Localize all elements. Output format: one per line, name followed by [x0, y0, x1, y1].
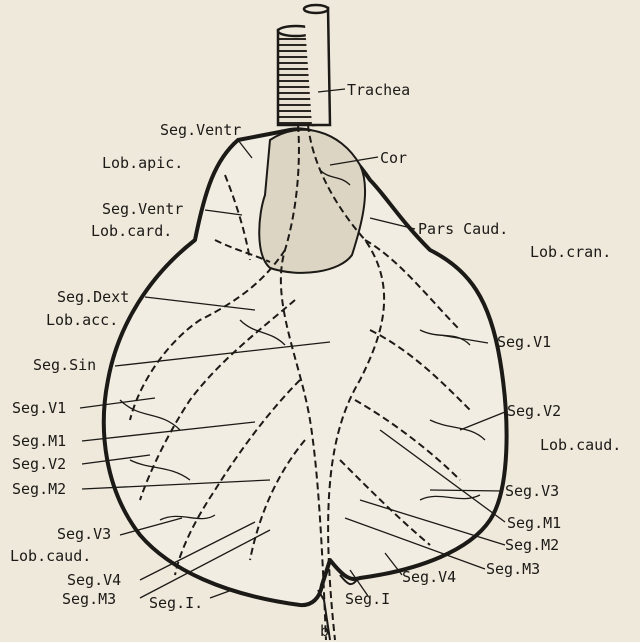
label-lob-caud-right: Lob.caud. — [540, 437, 621, 453]
panel-letter: b — [320, 623, 329, 639]
label-lob-caud-left: Lob.caud. — [10, 548, 91, 564]
label-lob-cran: Lob.cran. — [530, 244, 611, 260]
label-lob-apic: Lob.apic. — [102, 155, 183, 171]
label-trachea: Trachea — [347, 82, 410, 98]
label-seg-sin: Seg.Sin — [33, 357, 96, 373]
label-seg-v1-left: Seg.V1 — [12, 400, 66, 416]
label-seg-v3-right: Seg.V3 — [505, 483, 559, 499]
label-seg-v1-right: Seg.V1 — [497, 334, 551, 350]
label-seg-v2-right: Seg.V2 — [507, 403, 561, 419]
label-seg-m3-left: Seg.M3 — [62, 591, 116, 607]
label-seg-m2-left: Seg.M2 — [12, 481, 66, 497]
label-seg-v4-right: Seg.V4 — [402, 569, 456, 585]
label-seg-ventr-top: Seg.Ventr — [160, 122, 241, 138]
label-lob-acc: Lob.acc. — [46, 312, 118, 328]
label-lob-card: Lob.card. — [91, 223, 172, 239]
label-seg-v2-left: Seg.V2 — [12, 456, 66, 472]
label-seg-v4-left: Seg.V4 — [67, 572, 121, 588]
label-seg-m2-right: Seg.M2 — [505, 537, 559, 553]
label-seg-dext: Seg.Dext — [57, 289, 129, 305]
label-seg-i-right: Seg.I — [345, 591, 390, 607]
label-seg-m1-left: Seg.M1 — [12, 433, 66, 449]
label-cor: Cor — [380, 150, 407, 166]
label-seg-m1-right: Seg.M1 — [507, 515, 561, 531]
heart-shape — [259, 130, 365, 273]
label-seg-v3-left: Seg.V3 — [57, 526, 111, 542]
label-seg-m3-right: Seg.M3 — [486, 561, 540, 577]
label-seg-i-left: Seg.I. — [149, 595, 203, 611]
label-pars-caud: Pars Caud. — [418, 221, 508, 237]
label-seg-ventr-mid: Seg.Ventr — [102, 201, 183, 217]
